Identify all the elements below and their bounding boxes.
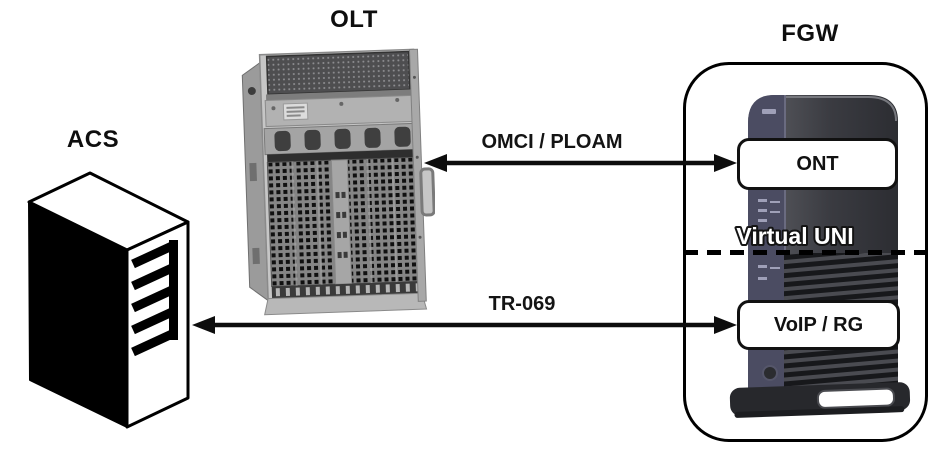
acs-server-icon [27, 171, 190, 429]
omci-ploam-label: OMCI / PLOAM [481, 131, 623, 153]
fgw-device-image [729, 95, 911, 418]
ont-box-label: ONT [796, 152, 839, 175]
virtual-uni-label: Virtual UNI [736, 223, 853, 249]
tr069-label: TR-069 [488, 293, 556, 315]
device-stand [729, 382, 911, 418]
acs-title: ACS [66, 126, 120, 153]
acs-vent-slats [131, 241, 174, 357]
voip-rg-box-label: VoIP / RG [773, 313, 864, 336]
fgw-title: FGW [781, 20, 839, 47]
ont-box: ONT [737, 138, 898, 190]
voip-rg-box: VoIP / RG [737, 300, 900, 350]
virtual-uni-label-layer: Virtual UNI [734, 221, 855, 251]
olt-title: OLT [330, 6, 378, 33]
olt-chassis-image [241, 48, 435, 316]
